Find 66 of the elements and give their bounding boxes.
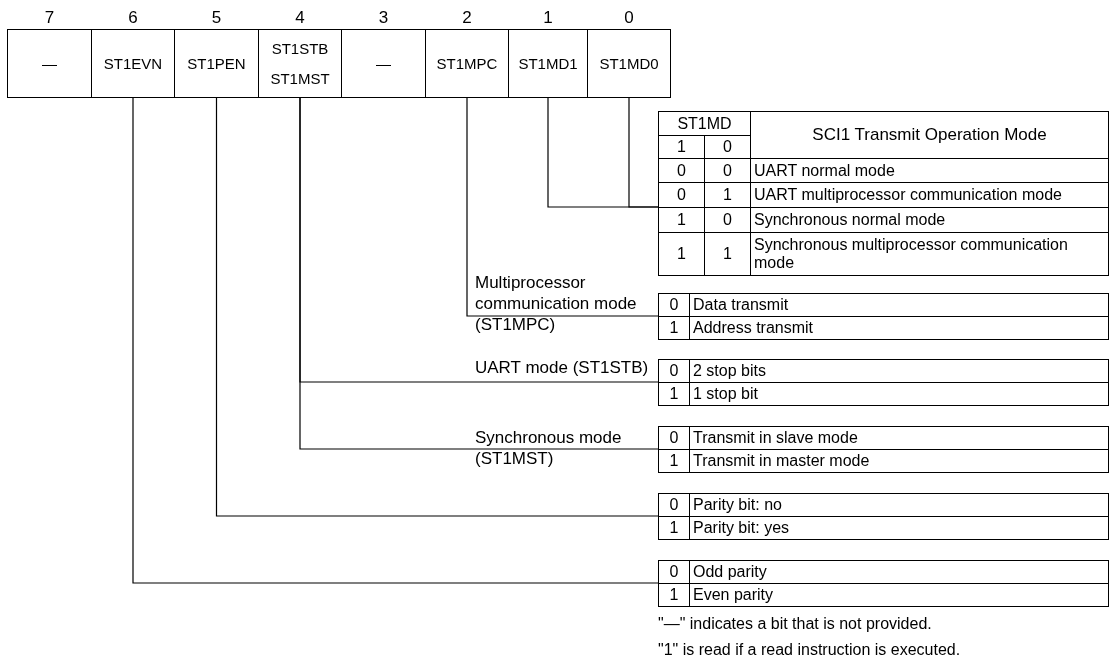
- setting-description: Data transmit: [690, 294, 1109, 317]
- bit-number: 6: [127, 7, 139, 29]
- setting-description: Address transmit: [690, 317, 1109, 340]
- leader-line: [628, 97, 659, 208]
- bit-name: ST1MST: [270, 68, 330, 89]
- footnote: "1" is read if a read instruction is executed.: [658, 640, 961, 660]
- bit-value: 0: [705, 208, 751, 233]
- setting-description: 1 stop bit: [690, 383, 1109, 406]
- mode-description: UART multiprocessor communication mode: [751, 183, 1109, 208]
- mode-description: UART normal mode: [751, 159, 1109, 183]
- leader-line: [215, 97, 659, 517]
- bit-value: 1: [659, 208, 705, 233]
- setting-description: Even parity: [690, 584, 1109, 607]
- bit-name: ST1EVN: [103, 53, 163, 74]
- footnote: "—" indicates a bit that is not provided.: [658, 614, 932, 634]
- bit-value: 1: [659, 584, 690, 607]
- bit-value: 0: [659, 159, 705, 183]
- bit-value: 1: [659, 136, 705, 159]
- setting-description: 2 stop bits: [690, 360, 1109, 383]
- setting-caption: Synchronous mode (ST1MST): [475, 427, 623, 469]
- setting-description: Parity bit: no: [690, 494, 1109, 517]
- bit-value: 1: [659, 450, 690, 473]
- bit-number: 1: [542, 7, 554, 29]
- bit-value: 0: [659, 561, 690, 584]
- bit-name: ST1PEN: [187, 53, 246, 74]
- leader-line: [466, 97, 659, 317]
- bit-value: 1: [659, 233, 705, 276]
- bit-number: 4: [294, 7, 306, 29]
- bit-value: 0: [705, 159, 751, 183]
- bit-value: 0: [659, 494, 690, 517]
- bit-name: —: [42, 53, 57, 74]
- bit-number: 7: [43, 7, 56, 29]
- bit-name: ST1MPC: [436, 53, 498, 74]
- bit-value: 1: [659, 317, 690, 340]
- bit-name: ST1MD1: [518, 53, 578, 74]
- bit-value: 0: [659, 294, 690, 317]
- bit-name: ST1STB: [271, 38, 329, 59]
- mode-description: Synchronous normal mode: [751, 208, 1109, 233]
- bit-value: 0: [659, 183, 705, 208]
- setting-caption: UART mode (ST1STB): [475, 357, 650, 378]
- bit-value: 0: [659, 427, 690, 450]
- value-table: [658, 493, 1109, 540]
- value-table: [658, 560, 1109, 607]
- bit-name: —: [376, 53, 391, 74]
- setting-description: Parity bit: yes: [690, 517, 1109, 540]
- setting-caption: Multiprocessor communication mode (ST1MPC): [475, 272, 638, 335]
- leader-line: [132, 97, 659, 584]
- column-heading: ST1MD: [659, 112, 751, 136]
- bit-value: 1: [659, 383, 690, 406]
- setting-description: Odd parity: [690, 561, 1109, 584]
- bit-name: ST1MD0: [599, 53, 659, 74]
- value-table: [658, 111, 1109, 276]
- table-heading: SCI1 Transmit Operation Mode: [751, 112, 1109, 159]
- bit-number: 5: [210, 7, 223, 29]
- mode-description: Synchronous multiprocessor communication mode: [751, 233, 1109, 276]
- setting-description: Transmit in master mode: [690, 450, 1109, 473]
- bit-value: 1: [705, 183, 751, 208]
- bit-value: 0: [705, 136, 751, 159]
- bit-value: 1: [659, 517, 690, 540]
- bit-number: 2: [461, 7, 473, 29]
- setting-description: Transmit in slave mode: [690, 427, 1109, 450]
- leader-line: [299, 97, 659, 450]
- bit-value: 1: [705, 233, 751, 276]
- bit-number: 3: [377, 7, 390, 29]
- bit-value: 0: [659, 360, 690, 383]
- bit-number: 0: [623, 7, 635, 29]
